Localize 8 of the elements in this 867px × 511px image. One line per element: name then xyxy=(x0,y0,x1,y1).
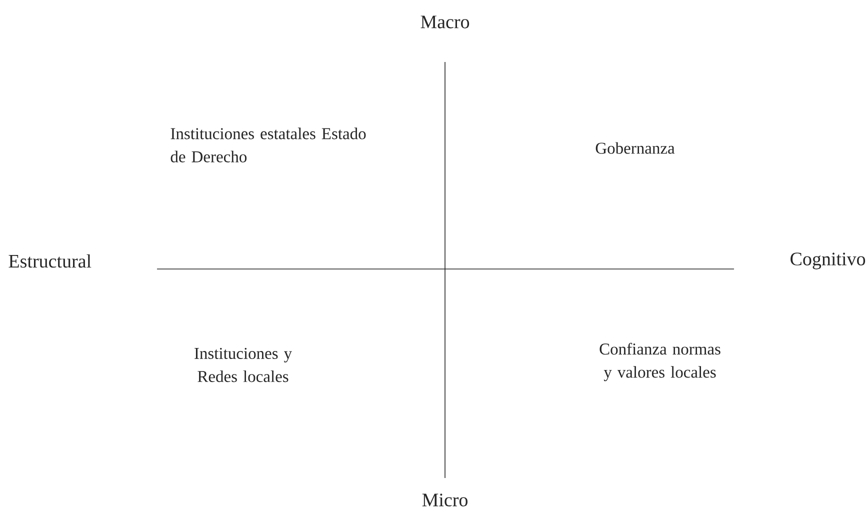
axis-label: Estructural xyxy=(8,254,92,268)
axis-label: Cognitivo xyxy=(790,252,866,270)
quadrant-label: Instituciones y Redes locales xyxy=(194,348,292,382)
axis-label: Macro xyxy=(420,16,470,28)
quadrant-label: Gobernanza xyxy=(596,142,675,154)
quadrant-label: Confianza normas y valores locales xyxy=(600,342,720,382)
quadrant-label: Instituciones estatales Estado de Derecho xyxy=(170,128,366,162)
axis-label: Micro xyxy=(422,494,468,506)
